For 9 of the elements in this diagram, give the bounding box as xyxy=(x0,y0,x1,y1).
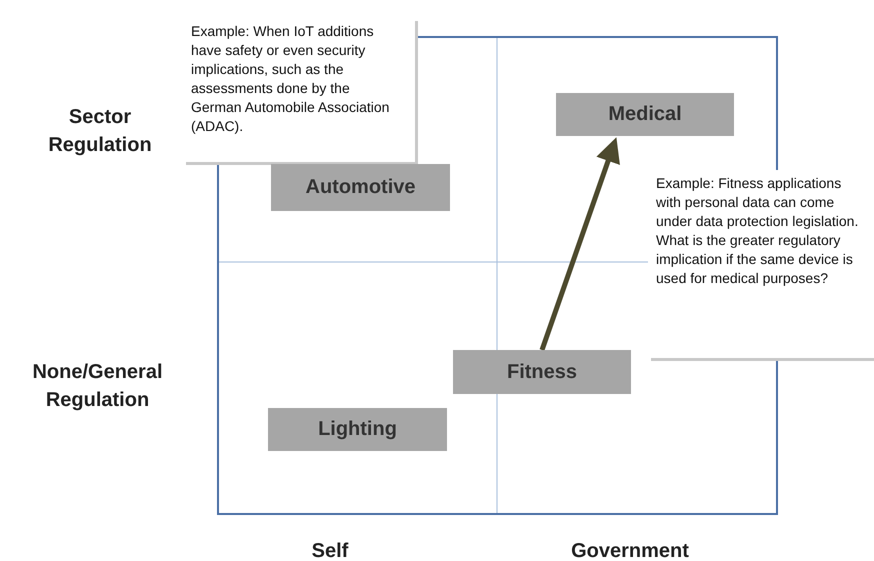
category-box: Automotive xyxy=(271,164,450,211)
category-box: Medical xyxy=(556,93,734,136)
row-label: Sector Regulation xyxy=(47,105,153,158)
column-label: Self xyxy=(310,539,350,561)
category-box: Fitness xyxy=(453,350,631,394)
category-box: Lighting xyxy=(268,408,447,451)
row-label: None/General Regulation xyxy=(31,360,164,413)
arrow xyxy=(540,137,620,351)
column-label: Government xyxy=(570,539,690,561)
